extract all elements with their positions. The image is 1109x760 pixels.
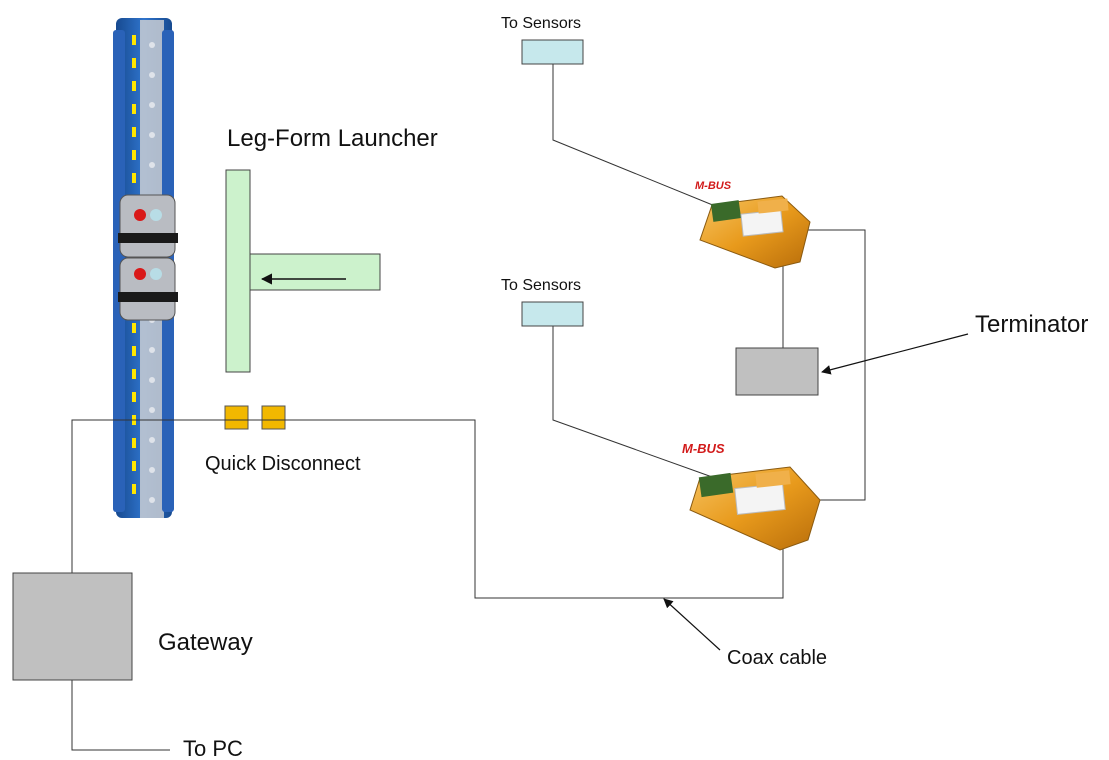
- quick-disconnect-label: Quick Disconnect: [205, 453, 361, 475]
- terminator-box: [735, 347, 819, 396]
- sensor-box-top: [521, 39, 584, 65]
- coax-cable-arrow: [663, 598, 721, 651]
- to-pc-label: To PC: [183, 736, 243, 760]
- to-sensors-top-label: To Sensors: [501, 15, 581, 32]
- gateway-label: Gateway: [158, 629, 253, 656]
- mbus-module-bottom-icon: M-BUS: [682, 441, 821, 551]
- terminator-loop-cable: [800, 229, 866, 501]
- mbus-module-top-icon: M-BUS: [695, 180, 811, 269]
- coax-cable-label: Coax cable: [727, 647, 827, 669]
- leg-form-yellow-marks: [132, 35, 136, 494]
- cable-lines: [71, 64, 866, 751]
- bottom-sensor-cable: [552, 326, 716, 479]
- gateway-to-leg-cable: [71, 419, 784, 599]
- leg-form-launcher-label: Leg-Form Launcher: [227, 125, 438, 152]
- quick-disconnect: [224, 405, 286, 430]
- knee-joint: [118, 194, 178, 321]
- top-sensor-cable: [552, 64, 721, 209]
- terminator-label: Terminator: [975, 311, 1088, 338]
- to-pc-cable: [71, 680, 170, 751]
- leg-form-icon: [113, 18, 178, 518]
- gateway-box: [12, 572, 133, 681]
- leg-form-launcher: [225, 169, 381, 373]
- mbus-logo-top: M-BUS: [695, 180, 732, 192]
- mbus-logo-bottom: M-BUS: [682, 441, 725, 456]
- terminator-arrow: [821, 333, 969, 375]
- sensor-box-bottom: [521, 301, 584, 327]
- to-sensors-bottom-label: To Sensors: [501, 277, 581, 294]
